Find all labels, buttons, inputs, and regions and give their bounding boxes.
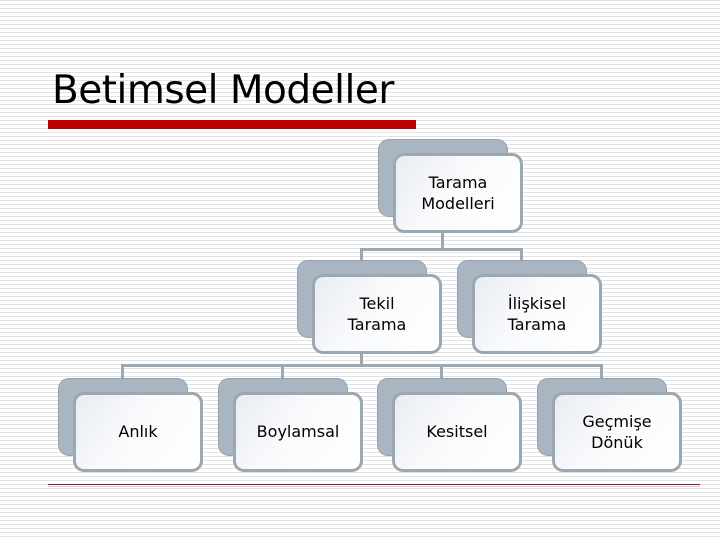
- node-anlik: Anlık: [58, 378, 204, 473]
- connector-stub-anlik: [121, 364, 124, 379]
- node-box-tarama-modelleri: Tarama Modelleri: [393, 153, 523, 233]
- node-box-tekil-tarama: Tekil Tarama: [312, 274, 442, 354]
- node-boylamsal: Boylamsal: [218, 378, 364, 473]
- node-tarama-modelleri: Tarama Modelleri: [378, 139, 524, 234]
- node-kesitsel: Kesitsel: [377, 378, 523, 473]
- node-box-kesitsel: Kesitsel: [392, 392, 522, 472]
- node-tekil-tarama: Tekil Tarama: [297, 260, 443, 355]
- title-underline-bar: [48, 120, 416, 129]
- footer-rule-highlight: [48, 486, 700, 487]
- connector-stub-gecmise: [600, 364, 603, 379]
- footer-rule: [48, 484, 700, 485]
- connector-stub-boylamsal: [281, 364, 284, 379]
- connector-tekil-drop: [360, 352, 363, 366]
- node-box-gecmise-donuk: Geçmişe Dönük: [552, 392, 682, 472]
- connector-stub-iliskisel: [520, 248, 523, 261]
- connector-level2-bus: [360, 248, 523, 251]
- node-box-iliskisel-tarama: İlişkisel Tarama: [472, 274, 602, 354]
- connector-level3-bus: [121, 364, 603, 367]
- connector-stub-kesitsel: [440, 364, 443, 379]
- connector-root-drop: [441, 233, 444, 248]
- slide-title: Betimsel Modeller: [52, 68, 394, 113]
- node-box-anlik: Anlık: [73, 392, 203, 472]
- node-iliskisel-tarama: İlişkisel Tarama: [457, 260, 603, 355]
- connector-stub-tekil: [360, 248, 363, 261]
- node-gecmise-donuk: Geçmişe Dönük: [537, 378, 683, 473]
- node-box-boylamsal: Boylamsal: [233, 392, 363, 472]
